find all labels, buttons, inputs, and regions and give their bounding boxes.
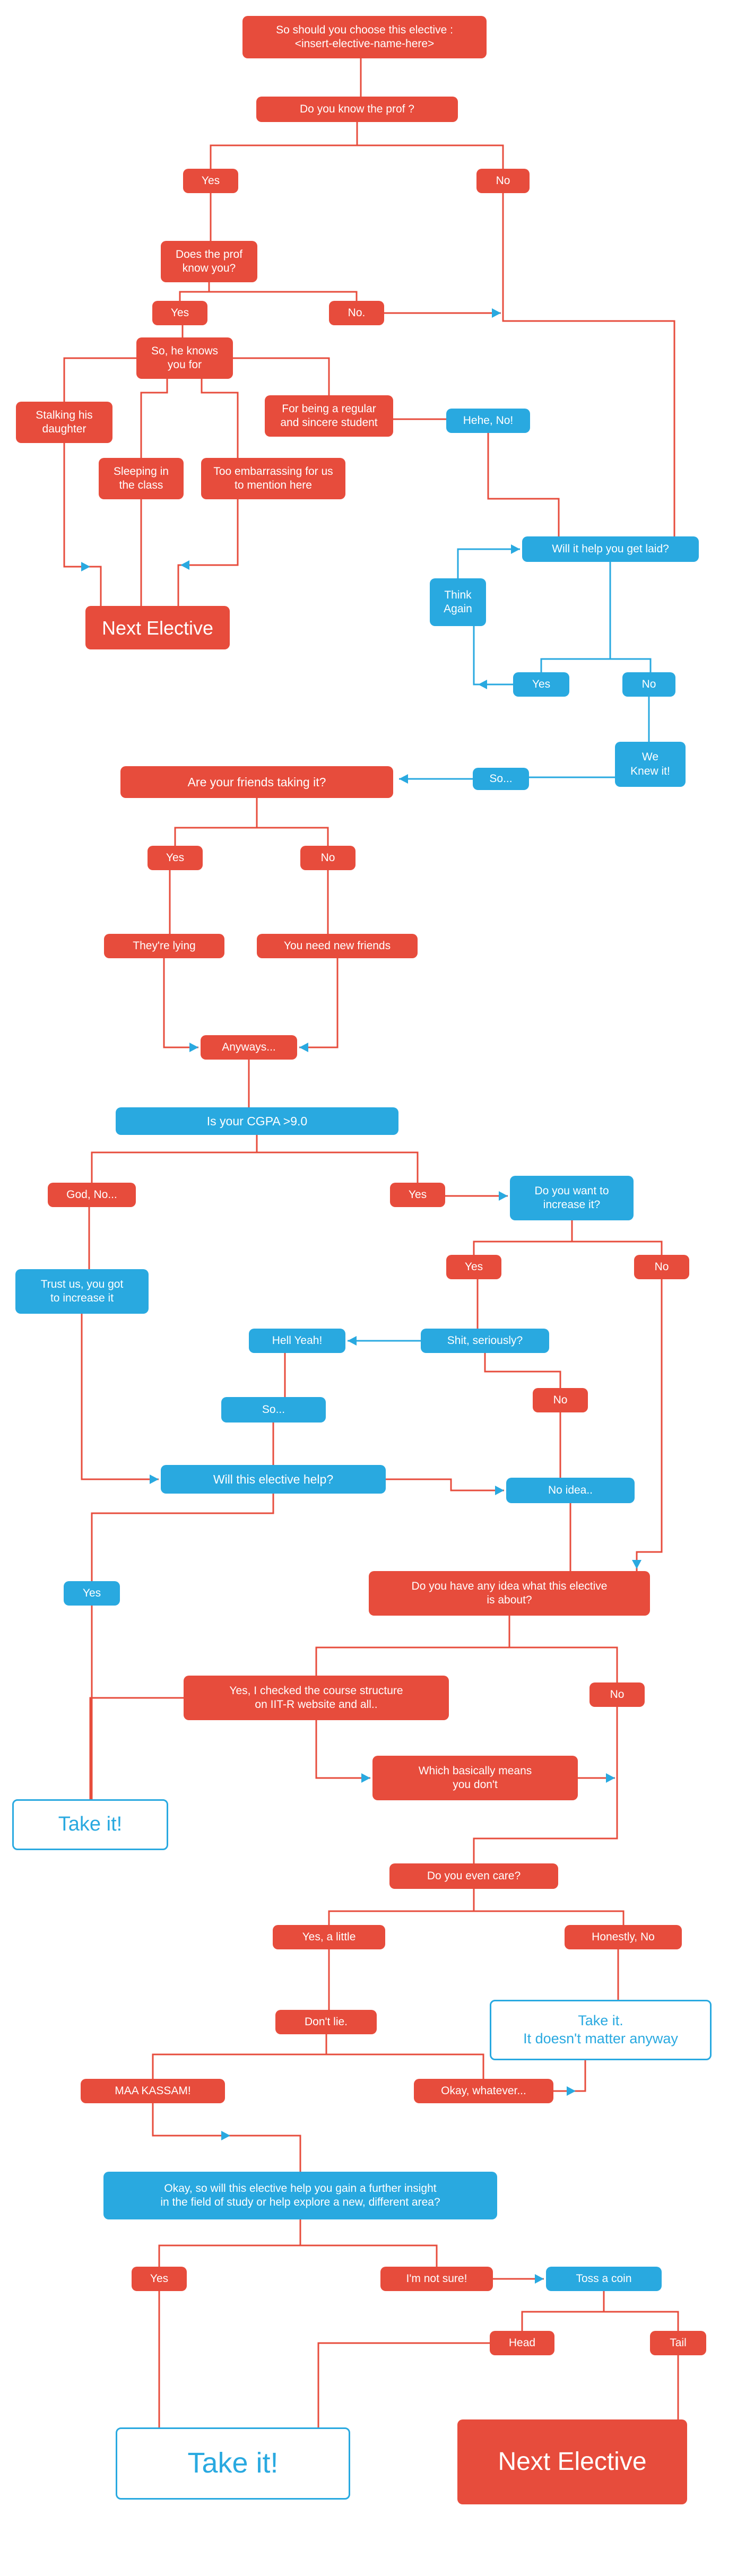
node-dont-lie: Don't lie.: [275, 2010, 377, 2034]
node-head: Head: [490, 2331, 554, 2355]
node-trust-us-increase: Trust us, you got to increase it: [15, 1269, 149, 1314]
node-next-elective-final: Next Elective: [457, 2419, 687, 2504]
node-yes-prof-knows: Yes: [152, 301, 207, 325]
node-next-elective-first: Next Elective: [85, 606, 230, 649]
node-sleeping-in-class: Sleeping in the class: [99, 458, 184, 499]
node-he-knows-you-for: So, he knows you for: [136, 337, 233, 379]
node-no-friends: No: [300, 846, 356, 870]
node-god-no: God, No...: [48, 1183, 136, 1207]
node-hehe-no: Hehe, No!: [446, 409, 530, 433]
node-yes-cgpa: Yes: [390, 1183, 445, 1207]
node-take-it-final: Take it!: [116, 2427, 350, 2500]
node-theyre-lying: They're lying: [104, 934, 224, 958]
node-idea-what-about: Do you have any idea what this elective …: [369, 1571, 650, 1616]
node-friends-taking-it: Are your friends taking it?: [120, 766, 393, 798]
node-take-it-doesnt-matter: Take it. It doesn't matter anyway: [490, 2000, 712, 2060]
node-we-knew-it: We Knew it!: [615, 742, 686, 787]
node-no-seriously: No: [533, 1388, 588, 1412]
node-think-again: Think Again: [430, 578, 486, 626]
node-anyways: Anyways...: [201, 1035, 297, 1060]
node-no-increase: No: [634, 1255, 689, 1279]
node-no-idea-about: No: [589, 1682, 645, 1707]
node-do-you-even-care: Do you even care?: [389, 1863, 558, 1889]
node-further-insight-question: Okay, so will this elective help you gai…: [103, 2172, 497, 2219]
node-do-you-know-the-prof: Do you know the prof ?: [256, 97, 458, 122]
node-okay-whatever: Okay, whatever...: [414, 2079, 553, 2103]
node-yes-elective-helps: Yes: [64, 1581, 120, 1606]
node-so-second: So...: [221, 1397, 326, 1423]
node-honestly-no: Honestly, No: [565, 1925, 682, 1949]
node-yes-increase: Yes: [446, 1255, 501, 1279]
node-no-laid: No: [622, 672, 675, 697]
node-start-title: So should you choose this elective : <in…: [242, 16, 487, 58]
node-im-not-sure: I'm not sure!: [380, 2267, 493, 2291]
node-yes-insight: Yes: [132, 2267, 187, 2291]
node-take-it-first: Take it!: [12, 1799, 168, 1850]
node-maa-kassam: MAA KASSAM!: [81, 2079, 225, 2103]
node-basically-means-you-dont: Which basically means you don't: [372, 1756, 578, 1800]
node-tail: Tail: [650, 2331, 706, 2355]
node-regular-sincere-student: For being a regular and sincere student: [265, 395, 393, 437]
node-yes-a-little: Yes, a little: [273, 1925, 385, 1949]
node-does-prof-know-you: Does the prof know you?: [161, 241, 257, 282]
node-no-idea: No idea..: [506, 1478, 635, 1503]
node-checked-course-structure: Yes, I checked the course structure on I…: [184, 1676, 449, 1720]
node-hell-yeah: Hell Yeah!: [249, 1329, 345, 1353]
node-toss-a-coin: Toss a coin: [546, 2267, 662, 2291]
node-yes-know-prof: Yes: [183, 169, 238, 193]
node-yes-laid: Yes: [513, 672, 569, 697]
node-stalking-daughter: Stalking his daughter: [16, 402, 112, 443]
node-too-embarrassing: Too embarrassing for us to mention here: [201, 458, 345, 499]
node-want-to-increase: Do you want to increase it?: [510, 1176, 634, 1220]
node-need-new-friends: You need new friends: [257, 934, 418, 958]
node-will-it-help-get-laid: Will it help you get laid?: [522, 536, 699, 562]
node-no-prof-knows: No.: [329, 301, 384, 325]
node-so-first: So...: [473, 768, 529, 790]
node-cgpa-question: Is your CGPA >9.0: [116, 1107, 398, 1135]
node-yes-friends: Yes: [148, 846, 203, 870]
node-no-know-prof: No: [476, 169, 530, 193]
node-shit-seriously: Shit, seriously?: [421, 1329, 549, 1353]
node-will-elective-help: Will this elective help?: [161, 1465, 386, 1494]
arrowhead-icon: [81, 308, 641, 2284]
